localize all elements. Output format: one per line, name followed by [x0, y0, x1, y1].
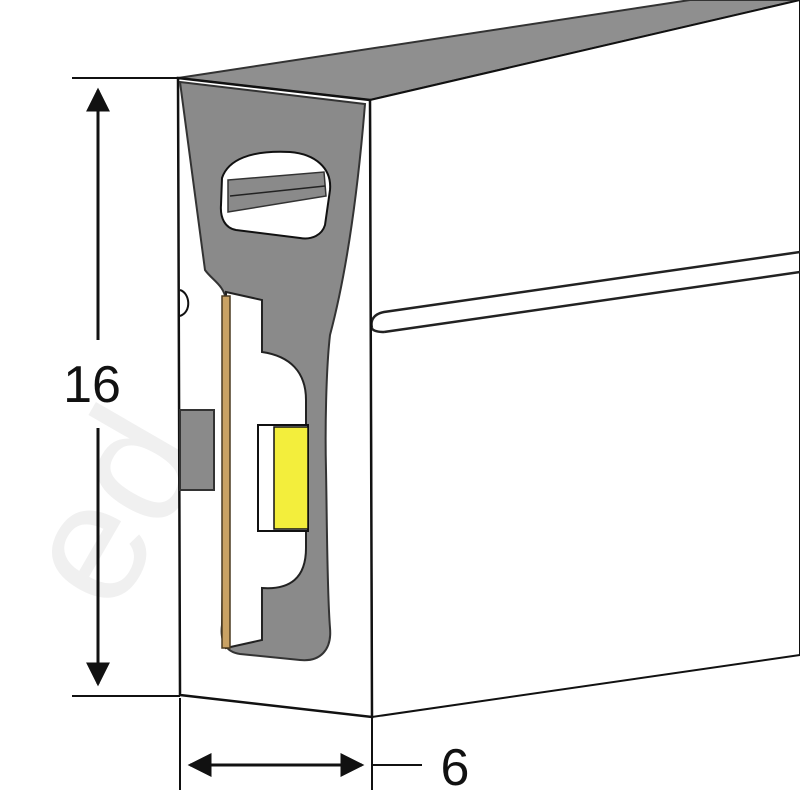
- led-chip-emitter: [274, 427, 308, 529]
- side-tab: [180, 410, 214, 490]
- side-face: [370, 0, 800, 717]
- width-label: 6: [441, 739, 470, 797]
- height-label: 16: [63, 356, 121, 414]
- pcb-strip: [222, 296, 230, 648]
